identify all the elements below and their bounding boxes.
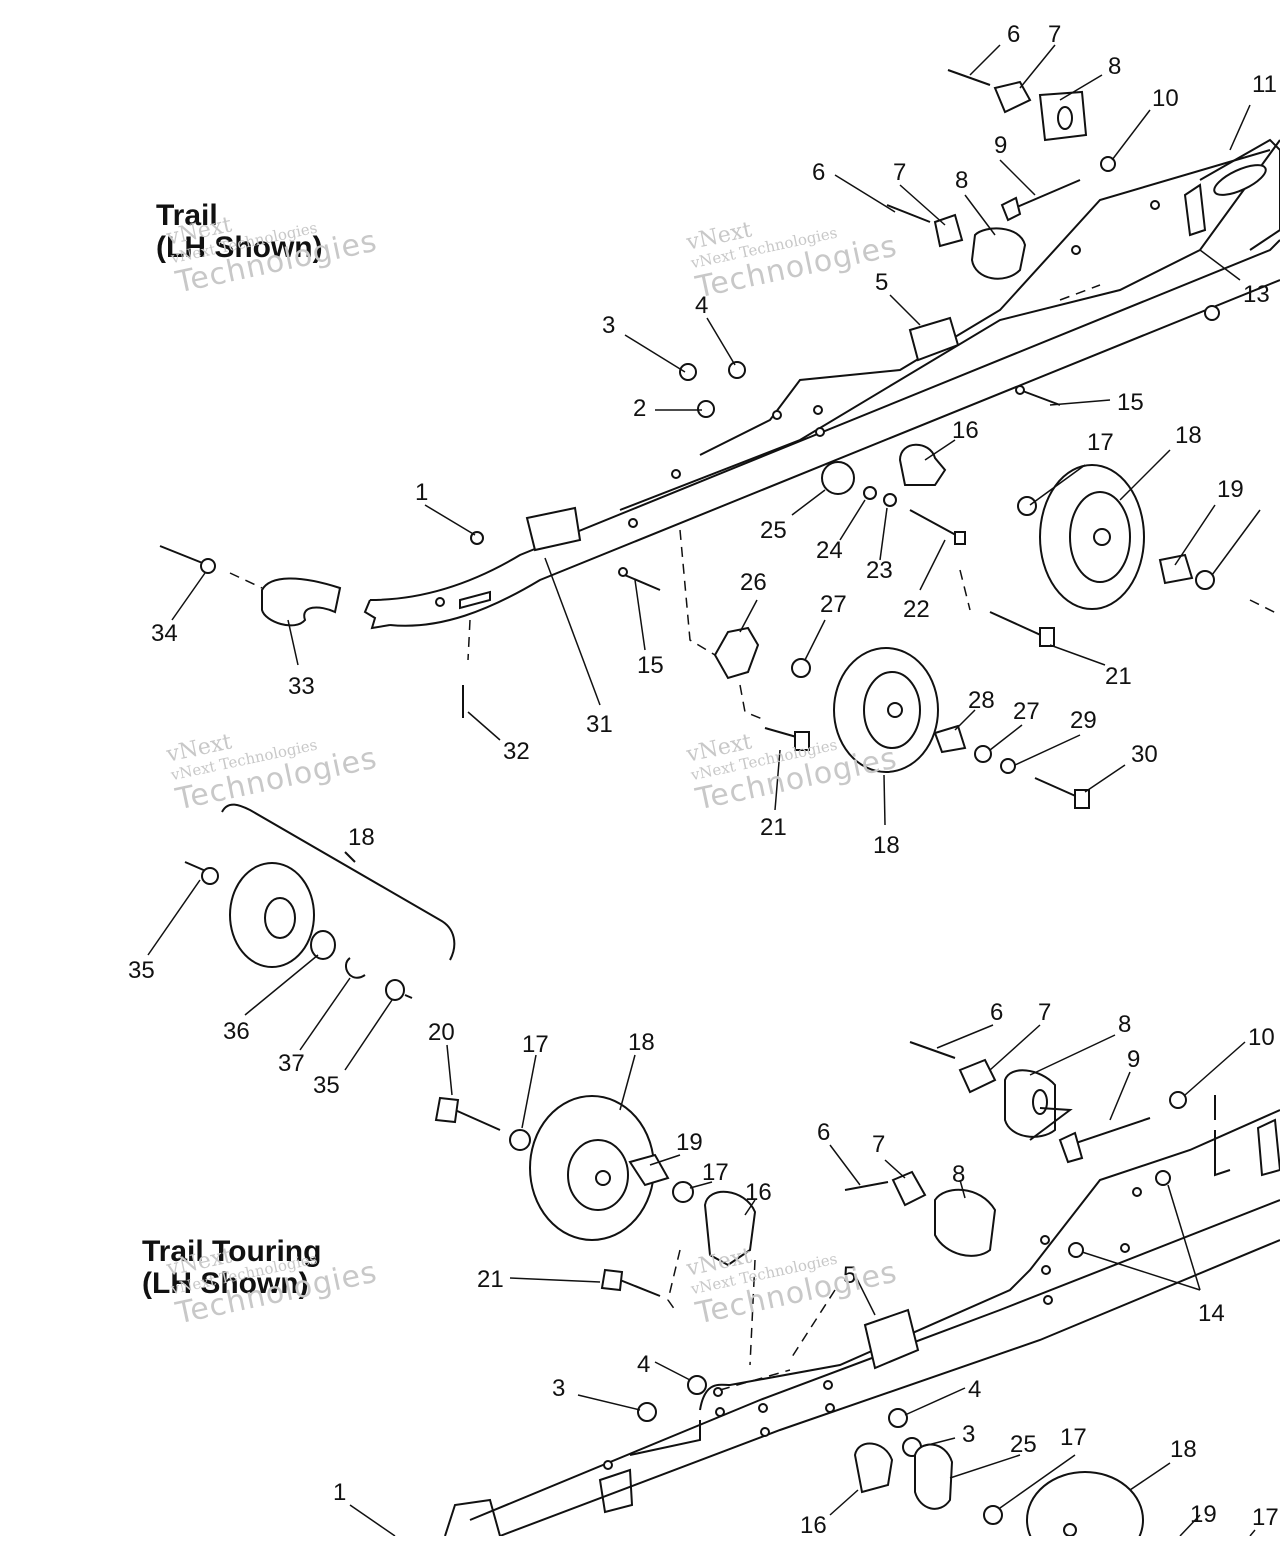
callout-number: 30 [1131,741,1158,768]
callout-number: 22 [903,596,930,623]
callout-number: 23 [866,557,893,584]
callout-number: 8 [1108,53,1121,80]
callout-number: 6 [817,1119,830,1146]
callout-number: 8 [955,167,968,194]
callout-number: 18 [348,824,375,851]
idler-wheel-lower [833,647,939,773]
callout-number: 16 [745,1179,772,1206]
callout-number: 8 [1118,1011,1131,1038]
callout-number: 33 [288,673,315,700]
touring-idler-wheel-lower [1026,1471,1144,1541]
callout-number: 26 [740,569,767,596]
callout-number: 15 [637,652,664,679]
section-title-trail-touring: Trail Touring (LH Shown) [142,1236,321,1300]
callout-number: 21 [1105,663,1132,690]
section-title-touring-line1: Trail Touring [142,1235,322,1268]
callout-number: 3 [552,1375,565,1402]
callout-number: 18 [628,1029,655,1056]
callout-number: 17 [522,1031,549,1058]
callout-number: 1 [415,479,428,506]
callout-number: 17 [1087,429,1114,456]
callout-number: 17 [1252,1504,1279,1531]
callout-number: 27 [1013,698,1040,725]
callout-number: 5 [843,1262,856,1289]
callout-number: 18 [1170,1436,1197,1463]
section-title-trail-line2: (LH Shown) [156,231,323,264]
wheel-detail: 18 35 36 37 35 [128,803,456,1099]
callout-number: 7 [1048,21,1061,48]
callout-number: 6 [990,999,1003,1026]
section-title-trail-line1: Trail [156,199,218,232]
callout-number: 19 [676,1129,703,1156]
callout-number: 37 [278,1050,305,1077]
callout-number: 4 [968,1376,981,1403]
callout-number: 10 [1152,85,1179,112]
callout-number: 7 [1038,999,1051,1026]
callout-number: 34 [151,620,178,647]
callout-number: 5 [875,269,888,296]
callout-number: 16 [800,1512,827,1536]
callout-number: 6 [1007,21,1020,48]
callout-number: 32 [503,738,530,765]
callout-number: 17 [702,1159,729,1186]
callout-number: 8 [952,1161,965,1188]
callout-number: 35 [313,1072,340,1099]
callout-number: 7 [893,159,906,186]
callout-number: 25 [760,517,787,544]
callout-number: 2 [633,395,646,422]
callout-number: 28 [968,687,995,714]
callout-number: 29 [1070,707,1097,734]
callout-number: 20 [428,1019,455,1046]
callout-number: 21 [760,814,787,841]
callout-number: 18 [873,832,900,859]
callout-number: 14 [1198,1300,1225,1327]
callout-number: 27 [820,591,847,618]
callout-number: 13 [1243,281,1270,308]
callout-number: 1 [333,1479,346,1506]
callout-number: 19 [1190,1501,1217,1528]
slide-rail [369,239,1280,627]
trail-assembly: 6 7 8 10 11 9 6 7 8 13 5 3 4 2 15 16 17 18 19 1 25 24 23 2… [151,21,1280,859]
callout-number: 10 [1248,1024,1275,1051]
callout-number: 31 [586,711,613,738]
callout-number: 25 [1010,1431,1037,1458]
callout-number: 36 [223,1018,250,1045]
callout-number: 35 [128,957,155,984]
callout-number: 24 [816,537,843,564]
section-title-touring-line2: (LH Shown) [142,1267,309,1300]
callout-number: 9 [1127,1046,1140,1073]
callout-number: 7 [872,1131,885,1158]
callout-number: 11 [1252,71,1277,98]
callout-number: 4 [637,1351,650,1378]
callout-number: 4 [695,292,708,319]
callout-number: 17 [1060,1424,1087,1451]
callout-number: 3 [962,1421,975,1448]
trail-touring-assembly: 6 7 8 10 9 20 17 18 6 7 8 19 17 16 21 5 14 4 3 4 3 25 17 1… [333,999,1280,1541]
rail-tip [261,577,342,627]
callout-number: 15 [1117,389,1144,416]
callout-number: 16 [952,417,979,444]
callout-number: 21 [477,1266,504,1293]
idler-wheel-upper [1039,464,1145,610]
callout-number: 6 [812,159,825,186]
callout-number: 9 [994,132,1007,159]
callout-number: 3 [602,312,615,339]
callout-number: 18 [1175,422,1202,449]
callout-number: 19 [1217,476,1244,503]
section-title-trail: Trail (LH Shown) [156,200,323,264]
